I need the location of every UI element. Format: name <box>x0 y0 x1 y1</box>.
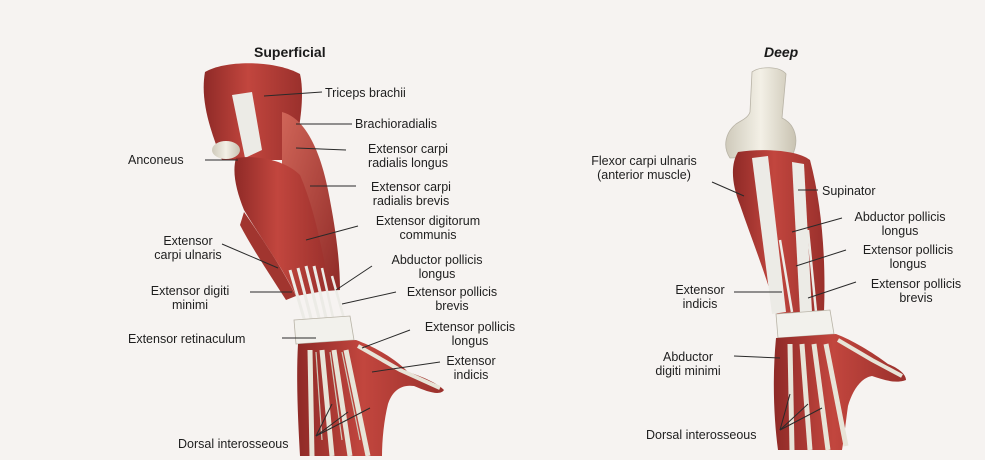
label-ext-indicis-superficial-line1: Extensor <box>436 354 506 368</box>
label-abd-digiti-minimi: Abductor digiti minimi <box>640 350 736 378</box>
label-flexor-carpi-ulnaris: Flexor carpi ulnaris (anterior muscle) <box>574 154 714 182</box>
label-ext-indicis-deep-line2: indicis <box>664 297 736 311</box>
label-ext-digitorum-line1: Extensor digitorum <box>358 214 498 228</box>
superficial-title: Superficial <box>254 44 326 60</box>
label-abd-pollicis-longus-line1: Abductor pollicis <box>372 253 502 267</box>
label-ext-digiti-minimi-line2: minimi <box>130 298 250 312</box>
label-ext-indicis-deep: Extensor indicis <box>664 283 736 311</box>
label-ext-retinaculum: Extensor retinaculum <box>128 332 245 346</box>
olecranon-shape <box>212 141 240 159</box>
label-ext-digiti-minimi-line1: Extensor digiti <box>130 284 250 298</box>
label-ext-indicis-superficial: Extensor indicis <box>436 354 506 382</box>
label-ext-pollicis-brevis-deep: Extensor pollicis brevis <box>856 277 976 305</box>
label-flexor-carpi-ulnaris-line1: Flexor carpi ulnaris <box>574 154 714 168</box>
label-ext-carpi-ulnaris-line1: Extensor <box>128 234 248 248</box>
label-ext-pollicis-longus: Extensor pollicis longus <box>410 320 530 348</box>
deep-retinaculum-shape <box>776 310 834 338</box>
label-abd-pollicis-longus-deep: Abductor pollicis longus <box>840 210 960 238</box>
label-ext-carpi-ulnaris: Extensor carpi ulnaris <box>128 234 248 262</box>
label-abd-digiti-minimi-line2: digiti minimi <box>640 364 736 378</box>
label-abd-pollicis-longus-line2: longus <box>372 267 502 281</box>
label-ext-indicis-superficial-line2: indicis <box>436 368 506 382</box>
label-abd-digiti-minimi-line1: Abductor <box>640 350 736 364</box>
label-ext-carpi-radialis-longus-line1: Extensor carpi <box>348 142 468 156</box>
humerus-bone-shape <box>726 68 796 158</box>
label-ext-pollicis-brevis: Extensor pollicis brevis <box>392 285 512 313</box>
label-ext-carpi-radialis-brevis-line2: radialis brevis <box>356 194 466 208</box>
label-ext-pollicis-longus-deep: Extensor pollicis longus <box>846 243 970 271</box>
label-ext-pollicis-brevis-line2: brevis <box>392 299 512 313</box>
label-ext-pollicis-longus-deep-line1: Extensor pollicis <box>846 243 970 257</box>
label-abd-pollicis-longus-deep-line2: longus <box>840 224 960 238</box>
label-anconeus: Anconeus <box>128 153 184 167</box>
label-abd-pollicis-longus: Abductor pollicis longus <box>372 253 502 281</box>
label-ext-carpi-radialis-longus: Extensor carpi radialis longus <box>348 142 468 170</box>
label-dorsal-interosseous-deep: Dorsal interosseous <box>646 428 756 442</box>
label-ext-carpi-radialis-brevis: Extensor carpi radialis brevis <box>356 180 466 208</box>
label-ext-pollicis-brevis-deep-line1: Extensor pollicis <box>856 277 976 291</box>
label-ext-pollicis-longus-deep-line2: longus <box>846 257 970 271</box>
label-brachioradialis: Brachioradialis <box>355 117 437 131</box>
label-ext-pollicis-brevis-line1: Extensor pollicis <box>392 285 512 299</box>
label-triceps-brachii: Triceps brachii <box>325 86 406 100</box>
label-ext-carpi-radialis-brevis-line1: Extensor carpi <box>356 180 466 194</box>
label-ext-carpi-radialis-longus-line2: radialis longus <box>348 156 468 170</box>
label-supinator: Supinator <box>822 184 876 198</box>
label-flexor-carpi-ulnaris-line2: (anterior muscle) <box>574 168 714 182</box>
label-ext-pollicis-longus-line2: longus <box>410 334 530 348</box>
label-ext-digitorum-communis: Extensor digitorum communis <box>358 214 498 242</box>
label-dorsal-interosseous-superficial: Dorsal interosseous <box>178 437 288 451</box>
label-ext-pollicis-longus-line1: Extensor pollicis <box>410 320 530 334</box>
label-ext-indicis-deep-line1: Extensor <box>664 283 736 297</box>
extensor-retinaculum-shape <box>294 316 354 344</box>
deep-title: Deep <box>764 44 798 60</box>
label-ext-digiti-minimi: Extensor digiti minimi <box>130 284 250 312</box>
label-abd-pollicis-longus-deep-line1: Abductor pollicis <box>840 210 960 224</box>
label-ext-carpi-ulnaris-line2: carpi ulnaris <box>128 248 248 262</box>
label-ext-digitorum-line2: communis <box>358 228 498 242</box>
label-ext-pollicis-brevis-deep-line2: brevis <box>856 291 976 305</box>
